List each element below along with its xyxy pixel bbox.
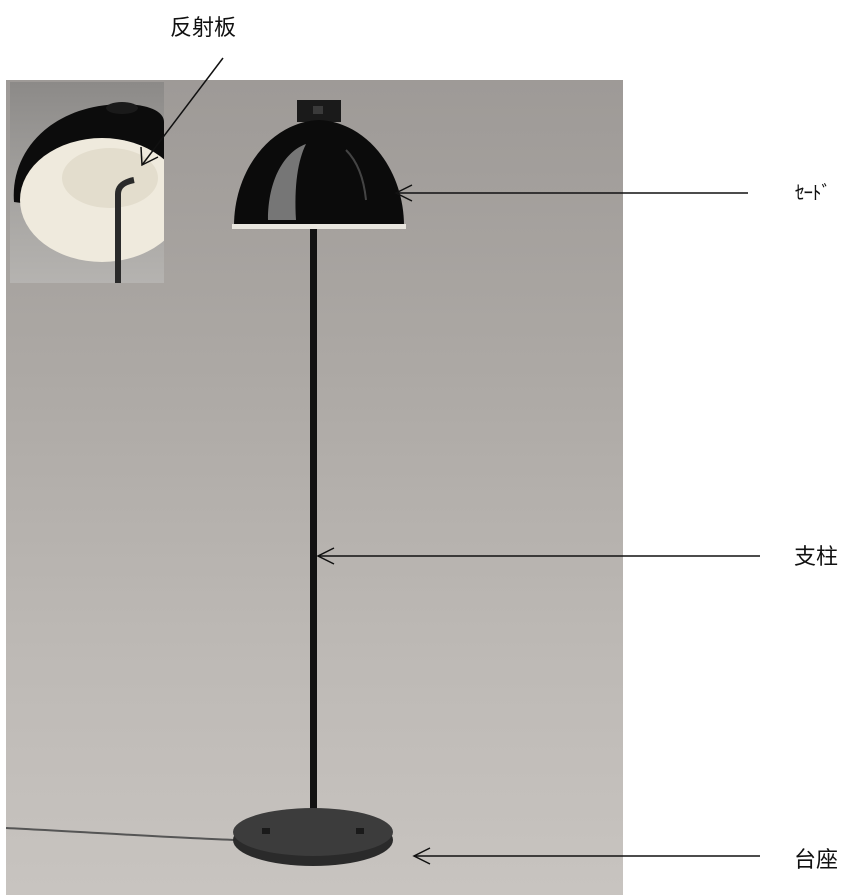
floor-lamp-illustration [6,100,406,866]
inset-pole [115,177,135,283]
shade-rim [232,224,406,229]
pole-arrowhead [316,547,335,565]
shade-label: ｾｰﾄﾞ [795,182,831,204]
floor-lamp-photo [6,80,623,895]
base-arrowhead [412,847,431,865]
reflector-closeup-photo [10,82,164,283]
reflector-label: 反射板 [170,16,237,41]
reflector-closeup-illustration [13,102,164,283]
pole-label: 支柱 [794,545,839,570]
reflector-leader-line [141,57,224,166]
lamp-pole [310,229,317,824]
reflector-arrowhead [140,146,159,167]
base-label: 台座 [794,848,839,873]
shade-arrowhead [394,184,413,202]
